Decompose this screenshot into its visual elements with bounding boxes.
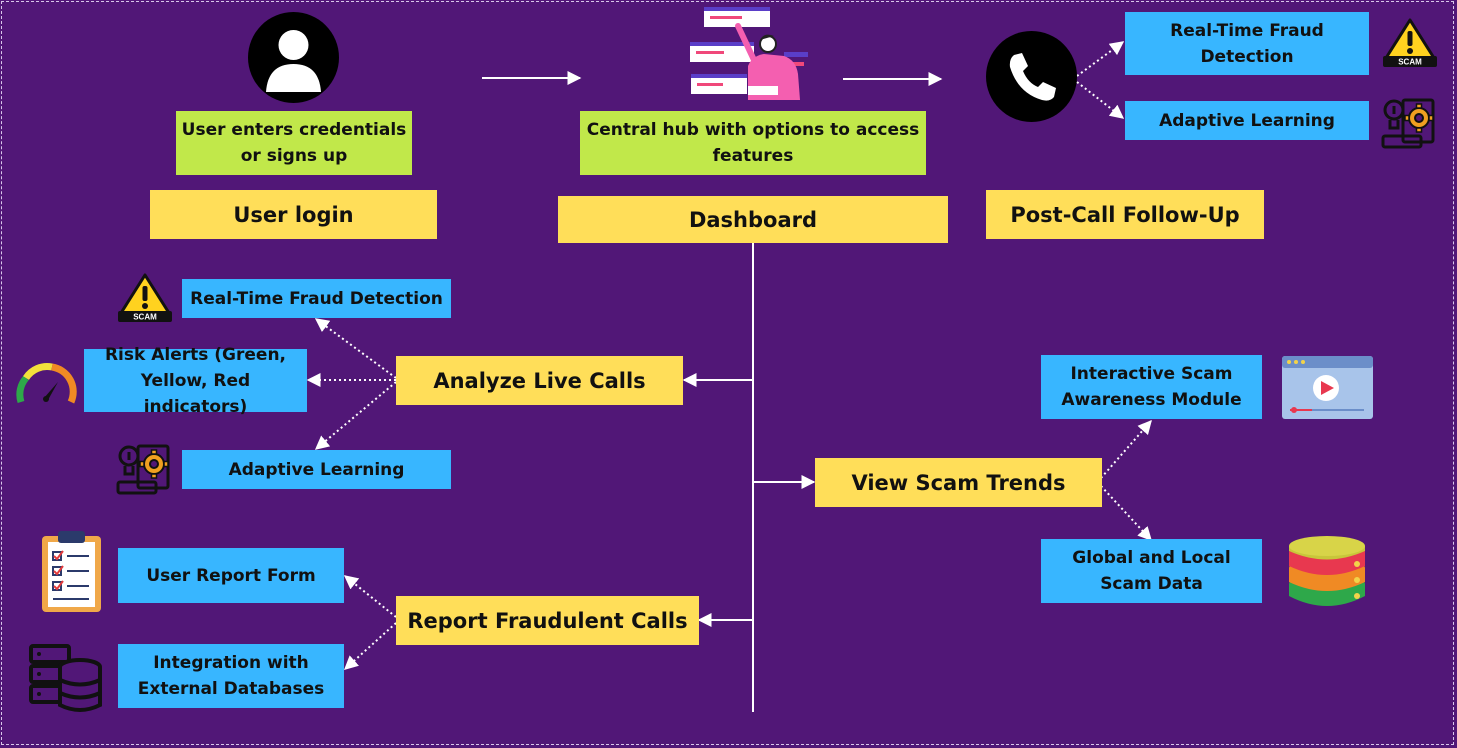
analyze-feature-risk-alerts: Risk Alerts (Green, Yellow, Red indicato… xyxy=(84,345,307,417)
stage-user-login: User login xyxy=(150,190,437,239)
user-avatar-icon xyxy=(248,12,339,103)
branch-report-fraudulent-calls: Report Fraudulent Calls xyxy=(396,596,699,645)
video-player-icon xyxy=(1282,356,1373,419)
scam-warning-icon: SCAM xyxy=(117,273,173,323)
dotted-analyze-learning xyxy=(314,381,397,450)
branch-view-scam-trends: View Scam Trends xyxy=(815,458,1102,507)
gauge-icon xyxy=(14,358,78,410)
stacked-database-icon xyxy=(1287,534,1367,610)
analyze-feature-adaptive-learning: Adaptive Learning xyxy=(182,450,451,489)
postcall-feature-adaptive-learning: Adaptive Learning xyxy=(1125,101,1369,140)
postcall-feature-fraud-detection: Real-Time Fraud Detection xyxy=(1125,12,1369,75)
dotted-report-form xyxy=(343,575,397,618)
stage-dashboard: Dashboard xyxy=(558,196,948,243)
dotted-trends-data xyxy=(1100,485,1152,542)
server-database-icon xyxy=(28,643,104,713)
trends-feature-scam-data: Global and Local Scam Data xyxy=(1041,539,1262,603)
scam-label: SCAM xyxy=(133,313,157,322)
dashboard-illustration xyxy=(688,4,812,108)
phone-icon xyxy=(986,31,1077,122)
analyze-feature-fraud-detection: Real-Time Fraud Detection xyxy=(182,279,451,318)
report-feature-integration-external-databases: Integration with External Databases xyxy=(118,644,344,708)
brain-gear-icon xyxy=(1381,96,1437,150)
report-feature-user-report-form: User Report Form xyxy=(118,548,344,603)
dotted-analyze-fraud xyxy=(314,318,397,379)
trends-feature-awareness-module: Interactive Scam Awareness Module xyxy=(1041,355,1262,419)
dotted-trends-module xyxy=(1100,419,1152,479)
scam-label: SCAM xyxy=(1398,58,1422,67)
dotted-postcall-fraud xyxy=(1076,41,1125,77)
dotted-postcall-learning xyxy=(1076,81,1125,119)
clipboard-checklist-icon xyxy=(41,530,102,613)
brain-gear-icon xyxy=(116,442,172,496)
stage-post-call-follow-up: Post-Call Follow-Up xyxy=(986,190,1264,239)
branch-analyze-live-calls: Analyze Live Calls xyxy=(396,356,683,405)
scam-warning-icon: SCAM xyxy=(1382,18,1438,68)
login-description: User enters credentials or signs up xyxy=(176,111,412,175)
dotted-report-integration xyxy=(343,622,397,670)
dashboard-description: Central hub with options to access featu… xyxy=(580,111,926,175)
